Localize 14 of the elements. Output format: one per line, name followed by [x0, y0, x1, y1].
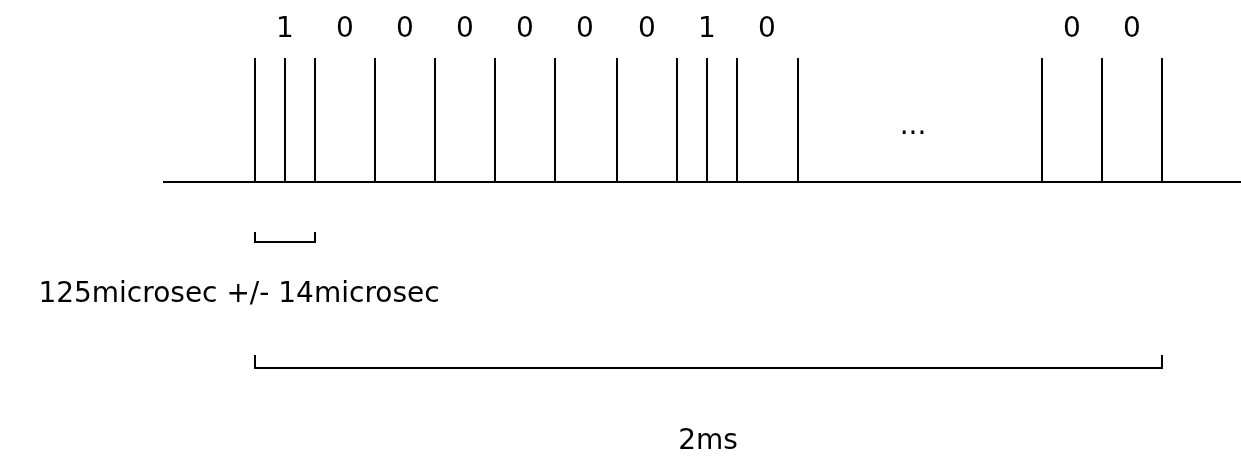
bit-value: 0 [336, 14, 354, 42]
bit-value: 0 [1063, 14, 1081, 42]
bit-value: 0 [516, 14, 534, 42]
duration-label: 125microsec +/- 14microsec [38, 279, 440, 307]
bit-value: 0 [1123, 14, 1141, 42]
duration-label: 2ms [678, 426, 738, 454]
bit-value: 0 [396, 14, 414, 42]
bit-value: 0 [456, 14, 474, 42]
ellipsis: ... [899, 111, 927, 139]
bit-value: 0 [758, 14, 776, 42]
bit-value: 1 [698, 14, 716, 42]
bit-value: 1 [276, 14, 294, 42]
bit-value: 0 [576, 14, 594, 42]
bit-value: 0 [638, 14, 656, 42]
